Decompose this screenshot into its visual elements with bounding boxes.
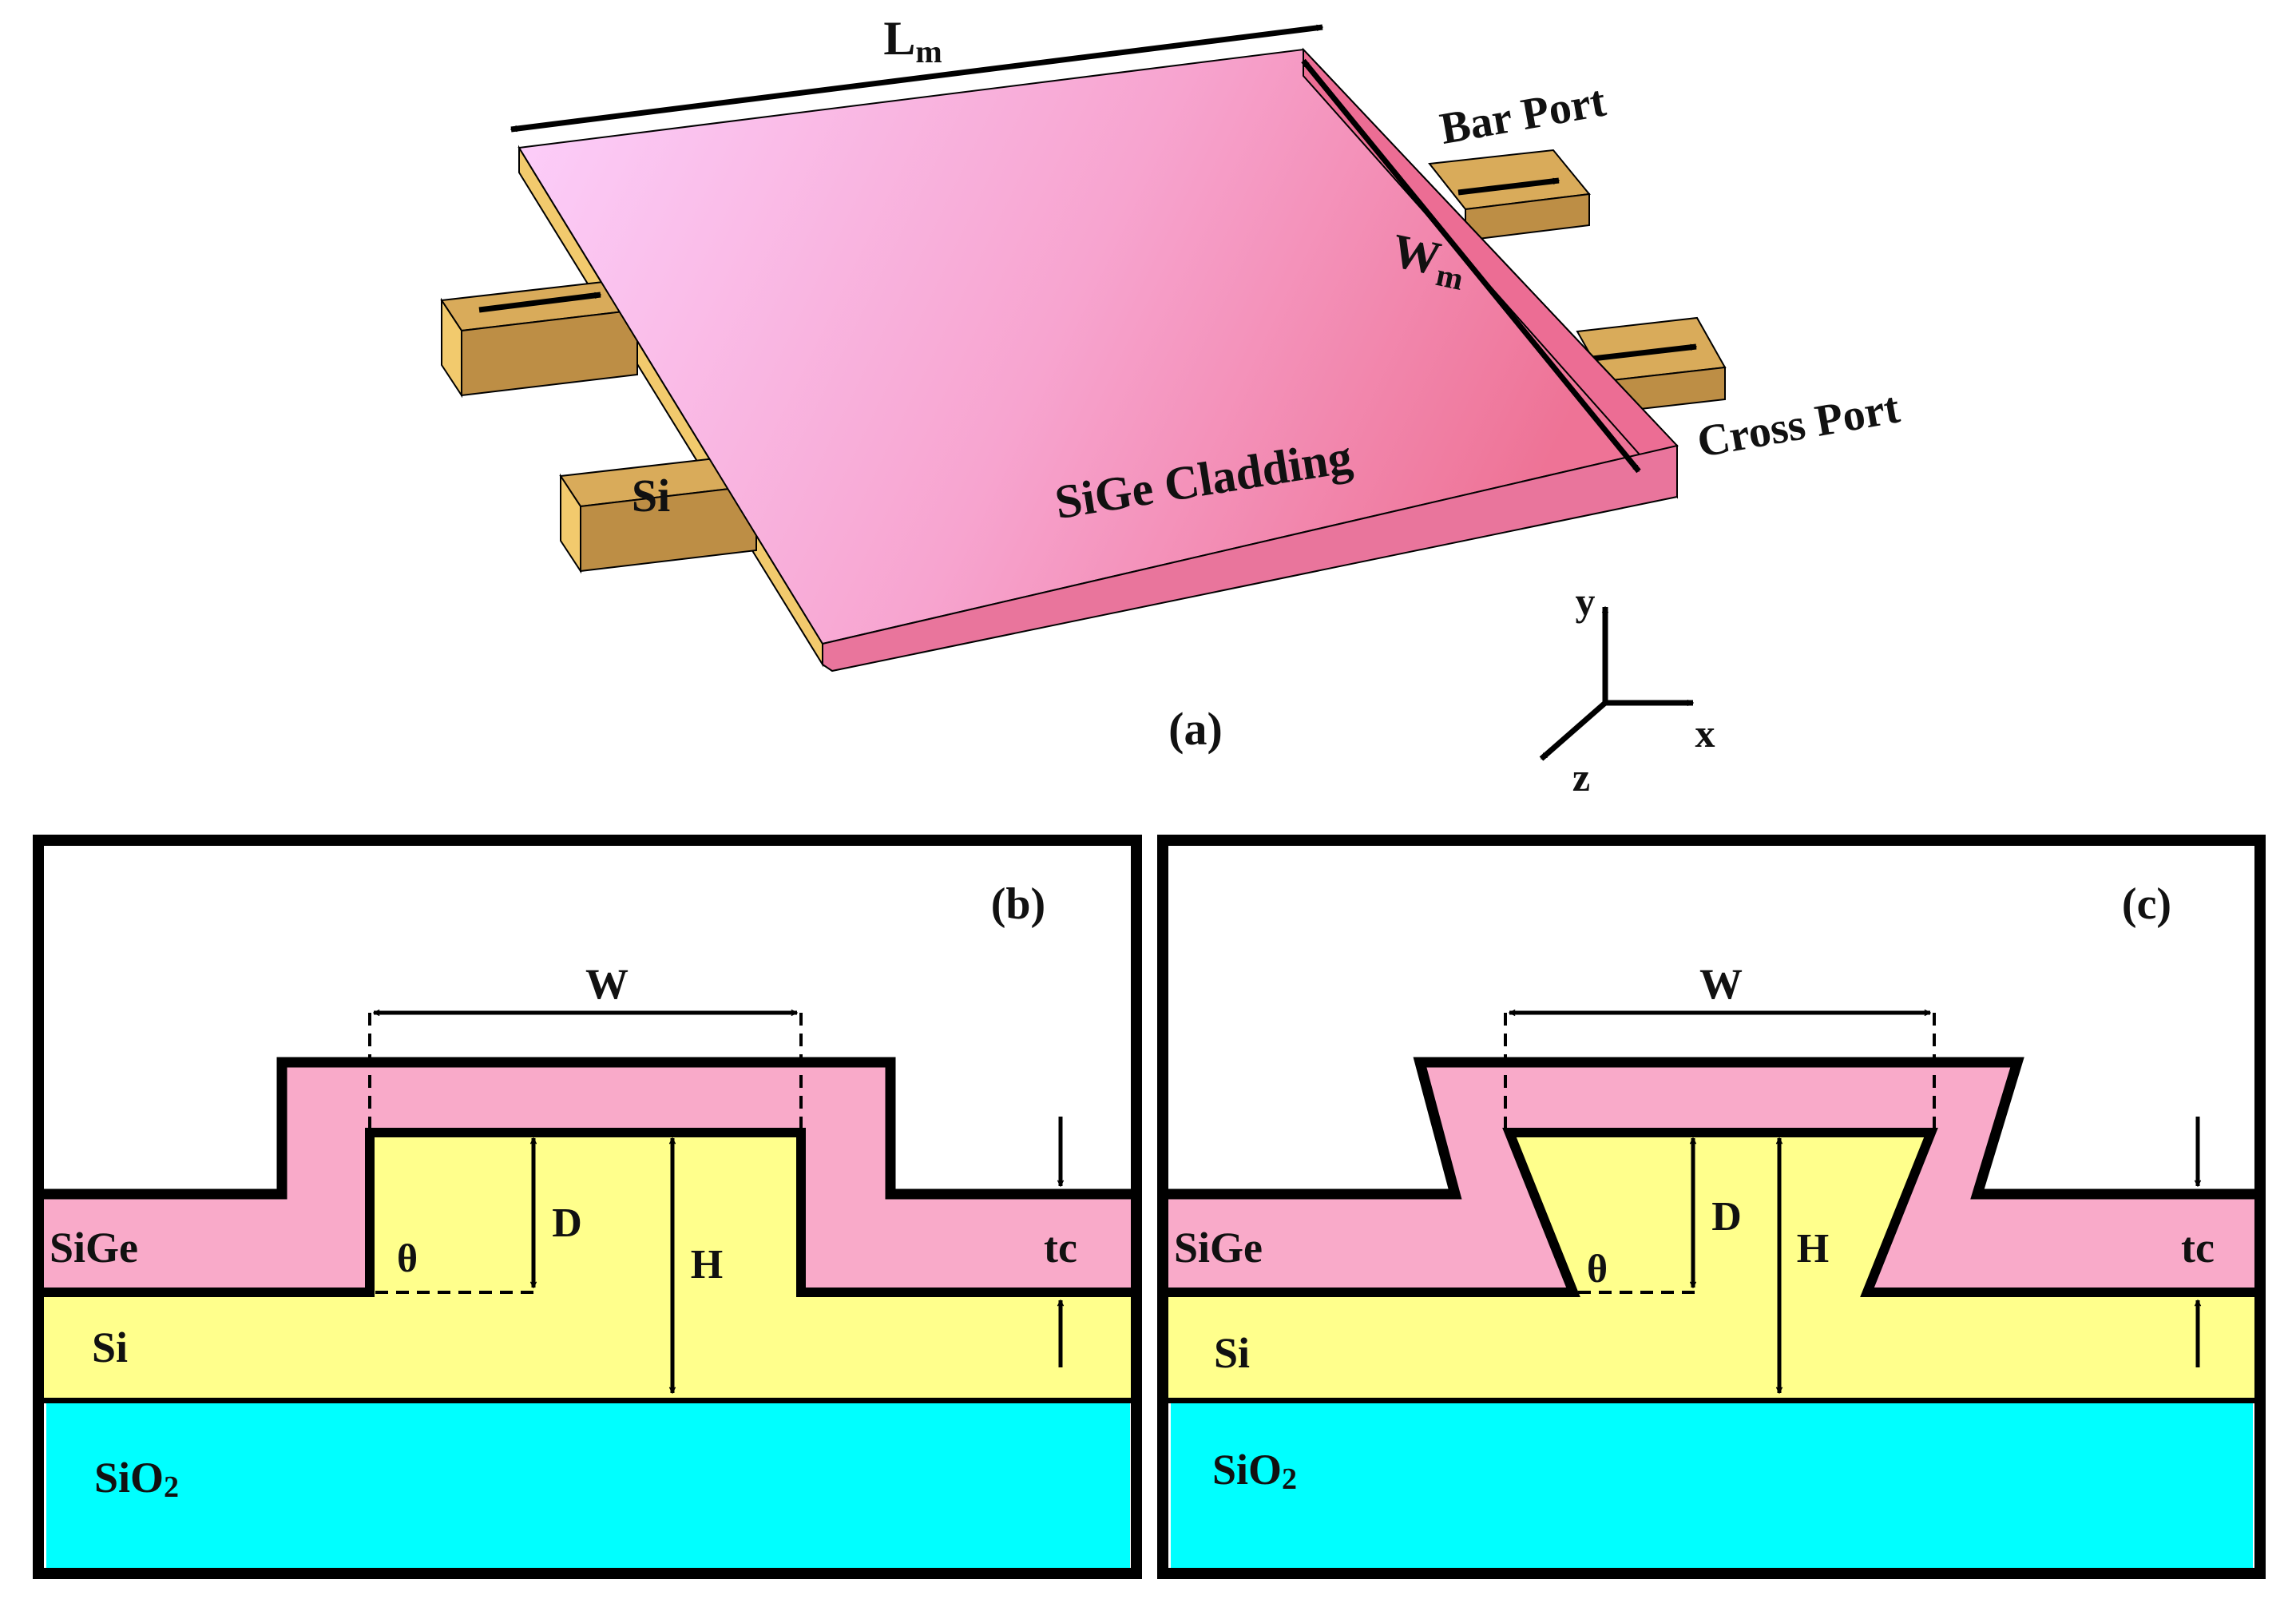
d-label: D	[552, 1200, 582, 1246]
panel-b-rectangular-cross-section: W D θ H tc SiGe Si SiO2 (b)	[33, 835, 1142, 1579]
width-label: Wm	[1386, 224, 1472, 297]
sio2-label: SiO2	[94, 1454, 179, 1504]
si-label: Si	[632, 470, 670, 522]
x-axis-label: x	[1695, 711, 1715, 756]
panel-c-label: (c)	[2122, 879, 2171, 929]
panel-c-frame	[1157, 835, 2266, 1579]
sio2-label: SiO2	[1212, 1446, 1297, 1496]
si-slab	[1168, 1292, 2255, 1398]
si-label: Si	[92, 1323, 128, 1371]
sio2-layer	[46, 1403, 1130, 1569]
si-rib	[370, 1133, 801, 1292]
panel-b-frame	[33, 835, 1142, 1579]
z-axis-label: z	[1572, 755, 1590, 800]
d-label: D	[1711, 1194, 1742, 1240]
input-arrow-upper	[478, 292, 601, 313]
w-label: W	[585, 960, 629, 1008]
theta-label: θ	[1587, 1246, 1608, 1291]
sio2-layer	[1171, 1403, 2253, 1569]
w-label: W	[1699, 960, 1743, 1008]
sige-label: SiGe	[50, 1224, 138, 1272]
panel-c-trapezoidal-cross-section: W D θ H tc SiGe Si SiO2 (c)	[1157, 835, 2266, 1579]
panel-a-label: (a)	[1168, 703, 1223, 755]
sige-label: SiGe	[1174, 1224, 1263, 1272]
theta-label: θ	[397, 1236, 418, 1280]
panel-b-label: (b)	[991, 879, 1045, 929]
tc-label: tc	[2181, 1224, 2215, 1272]
input-waveguide-lower: Si	[559, 454, 758, 574]
width-arrow	[1301, 58, 1641, 474]
coordinate-axes: y x z	[1539, 579, 1715, 800]
si-slab	[43, 1292, 1132, 1398]
h-label: H	[691, 1242, 723, 1288]
length-label: Lm	[883, 12, 942, 69]
y-axis-label: y	[1576, 579, 1596, 624]
length-arrow	[511, 24, 1322, 133]
tc-label: tc	[1044, 1224, 1077, 1272]
sige-cladding	[43, 1062, 1132, 1292]
si-label: Si	[1214, 1329, 1250, 1377]
panel-a-3d-view: Si Lm Wm SiGe Cladding Bar Port Cross	[440, 12, 1903, 800]
input-waveguide-upper	[440, 279, 639, 399]
bar-port-label: Bar Port	[1437, 77, 1610, 154]
si-rib	[1509, 1133, 1931, 1292]
h-label: H	[1797, 1226, 1829, 1272]
